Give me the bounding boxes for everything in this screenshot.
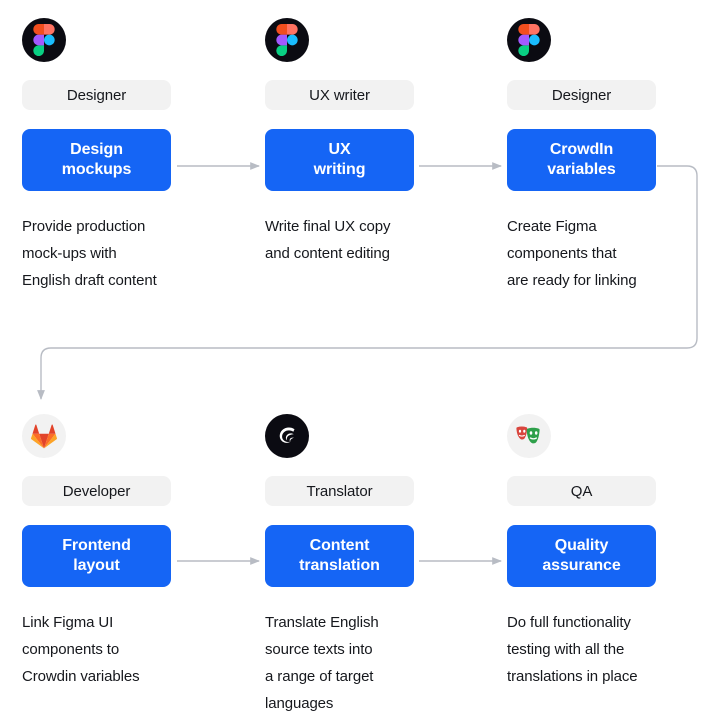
action-box-content-translation[interactable]: Content translation bbox=[265, 525, 414, 587]
desc-line: testing with all the bbox=[507, 641, 625, 658]
desc-line: components to bbox=[22, 641, 120, 658]
desc-line: Provide production bbox=[22, 218, 146, 235]
desc-line: languages bbox=[265, 695, 334, 712]
role-label: Translator bbox=[306, 482, 373, 500]
desc-line: source texts into bbox=[265, 641, 373, 658]
desc-line: mock-ups with bbox=[22, 245, 117, 262]
action-label-line1: Frontend bbox=[62, 537, 131, 554]
action-box-design-mockups[interactable]: Design mockups bbox=[22, 129, 171, 191]
role-label: Developer bbox=[62, 482, 131, 500]
role-pill-ux-writer: UX writer bbox=[265, 80, 414, 110]
role-pill-qa: QA bbox=[507, 476, 656, 506]
desc-line: and content editing bbox=[265, 245, 390, 262]
role-label: Designer bbox=[551, 86, 612, 104]
action-label-line2: writing bbox=[313, 161, 366, 178]
step-description: Do full functionality testing with all t… bbox=[507, 609, 682, 690]
action-label-line2: variables bbox=[547, 161, 616, 178]
action-box-crowdin-variables[interactable]: CrowdIn variables bbox=[507, 129, 656, 191]
step-quality-assurance: QA Quality assurance Do full functionali… bbox=[507, 414, 656, 690]
action-box-quality-assurance[interactable]: Quality assurance bbox=[507, 525, 656, 587]
figma-icon bbox=[507, 18, 551, 62]
role-label: UX writer bbox=[309, 86, 370, 104]
action-label-line2: layout bbox=[73, 557, 120, 574]
desc-line: components that bbox=[507, 245, 617, 262]
gitlab-icon bbox=[22, 414, 66, 458]
step-description: Provide production mock-ups with English… bbox=[22, 213, 197, 294]
action-label-line2: mockups bbox=[61, 161, 132, 178]
desc-line: Do full functionality bbox=[507, 614, 631, 631]
role-label: Designer bbox=[66, 86, 127, 104]
desc-line: translations in place bbox=[507, 668, 638, 685]
step-ux-writing: UX writer UX writing Write final UX copy… bbox=[265, 18, 414, 267]
step-design-mockups: Designer Design mockups Provide producti… bbox=[22, 18, 171, 294]
desc-line: Create Figma bbox=[507, 218, 597, 235]
desc-line: are ready for linking bbox=[507, 272, 637, 289]
action-label-line1: UX bbox=[328, 141, 351, 158]
desc-line: a range of target bbox=[265, 668, 374, 685]
step-content-translation: Translator Content translation Translate… bbox=[265, 414, 414, 717]
theater-masks-icon bbox=[507, 414, 551, 458]
action-label-line2: translation bbox=[299, 557, 380, 574]
crowdin-icon bbox=[265, 414, 309, 458]
step-description: Write final UX copy and content editing bbox=[265, 213, 440, 267]
step-frontend-layout: Developer Frontend layout Link Figma UI … bbox=[22, 414, 171, 690]
step-description: Create Figma components that are ready f… bbox=[507, 213, 682, 294]
role-pill-developer: Developer bbox=[22, 476, 171, 506]
role-pill-designer-2: Designer bbox=[507, 80, 656, 110]
action-label-line1: Content bbox=[309, 537, 370, 554]
action-label-line2: assurance bbox=[542, 557, 621, 574]
desc-line: Link Figma UI bbox=[22, 614, 114, 631]
action-box-ux-writing[interactable]: UX writing bbox=[265, 129, 414, 191]
desc-line: English draft content bbox=[22, 272, 157, 289]
action-label-line1: Design bbox=[70, 141, 123, 158]
action-box-frontend-layout[interactable]: Frontend layout bbox=[22, 525, 171, 587]
action-label-line1: CrowdIn bbox=[549, 141, 614, 158]
role-pill-designer: Designer bbox=[22, 80, 171, 110]
desc-line: Write final UX copy bbox=[265, 218, 391, 235]
step-crowdin-variables: Designer CrowdIn variables Create Figma … bbox=[507, 18, 656, 294]
desc-line: Translate English bbox=[265, 614, 379, 631]
figma-icon bbox=[22, 18, 66, 62]
desc-line: Crowdin variables bbox=[22, 668, 140, 685]
step-description: Translate English source texts into a ra… bbox=[265, 609, 440, 717]
action-label-line1: Quality bbox=[554, 537, 609, 554]
role-pill-translator: Translator bbox=[265, 476, 414, 506]
role-label: QA bbox=[570, 482, 593, 500]
step-description: Link Figma UI components to Crowdin vari… bbox=[22, 609, 197, 690]
figma-icon bbox=[265, 18, 309, 62]
